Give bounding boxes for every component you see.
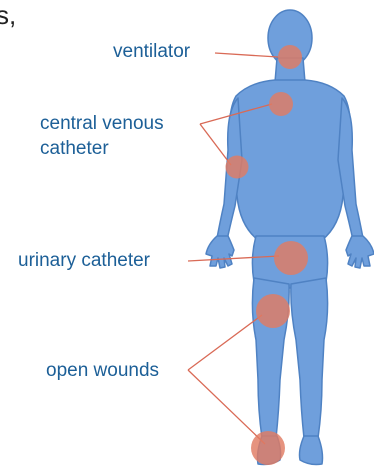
- label-open-wounds: open wounds: [46, 358, 159, 383]
- label-cvc-line2: catheter: [40, 136, 164, 161]
- label-cvc-line1: central venous: [40, 111, 164, 136]
- human-silhouette: [206, 10, 374, 465]
- marker-ventilator: [278, 45, 302, 69]
- label-central-venous-catheter: central venous catheter: [40, 111, 164, 161]
- marker-urinary: [274, 241, 308, 275]
- label-urinary-catheter: urinary catheter: [18, 248, 150, 273]
- right-arm: [338, 98, 363, 240]
- leader-wounds-lower: [188, 370, 265, 444]
- leader-cvc-lower: [200, 124, 231, 165]
- right-leg: [291, 278, 328, 438]
- marker-wound-thigh: [256, 294, 290, 328]
- leader-wounds-upper: [188, 315, 262, 370]
- right-hand: [346, 236, 374, 268]
- label-ventilator: ventilator: [113, 39, 190, 64]
- marker-cvc-chest: [269, 92, 293, 116]
- marker-cvc-arm: [226, 156, 249, 179]
- left-hand: [206, 236, 234, 268]
- right-foot: [300, 436, 323, 465]
- marker-wound-foot: [251, 431, 285, 465]
- leader-ventilator: [215, 53, 278, 57]
